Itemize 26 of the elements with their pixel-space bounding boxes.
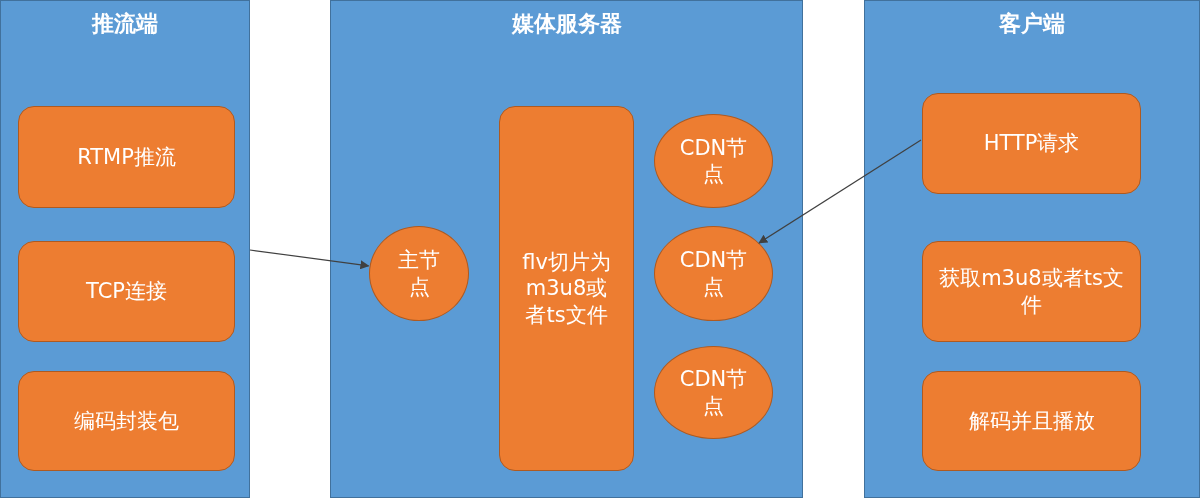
process-box: [18, 241, 235, 342]
arrow: [758, 139, 922, 244]
column-panel: [864, 0, 1200, 498]
arrow: [249, 249, 370, 270]
node-label: HTTP请求: [983, 130, 1080, 157]
node-label: CDN节点: [678, 247, 749, 300]
node-label: RTMP推流: [77, 143, 176, 171]
node-label: 主节点: [397, 247, 441, 300]
process-box: [922, 93, 1141, 194]
node-label: 编码封装包: [74, 407, 179, 435]
node-label: flv切片为m3u8或者ts文件: [521, 249, 612, 328]
process-box: [18, 371, 235, 471]
process-box: [18, 106, 235, 208]
node-label: 解码并且播放: [968, 407, 1095, 435]
column-heading: 客户端: [998, 10, 1066, 38]
node-label: CDN节点: [678, 366, 749, 419]
column-heading: 媒体服务器: [510, 10, 623, 38]
process-box: [922, 241, 1141, 342]
node-label: TCP连接: [86, 278, 167, 305]
column-heading: 推流端: [90, 10, 159, 38]
process-box: [499, 106, 634, 471]
column-panel: [330, 0, 803, 498]
node-label: CDN节点: [678, 134, 749, 188]
node-label: 获取m3u8或者ts文件: [939, 265, 1124, 318]
process-box: [922, 371, 1141, 471]
column-panel: [0, 0, 250, 498]
